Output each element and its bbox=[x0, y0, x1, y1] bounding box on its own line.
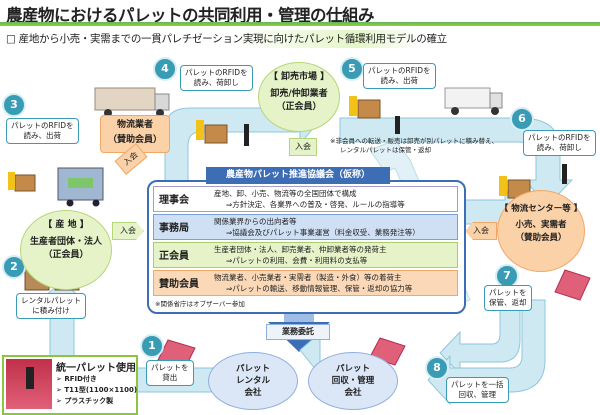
council-row-regular-members: 正会員 生産者団体・法人、卸売業者、仲卸業者等の発荷主 ⇒パレットの利用、会費・… bbox=[153, 242, 458, 268]
step-callout-3: パレットのRFIDを読み、出荷 bbox=[6, 118, 79, 144]
pallet-photo bbox=[6, 359, 52, 409]
rfid-reader-icon-market bbox=[244, 124, 249, 146]
step-badge-5: 5 bbox=[340, 57, 364, 81]
step-callout-4: パレットのRFIDを読み、荷卸し bbox=[180, 65, 253, 91]
council-note: ※関係省庁はオブザーバー参加 bbox=[155, 300, 245, 308]
council-row-board: 理事会 産地、卸、小売、物流等の全国団体で構成 ⇒方針決定、各業界への普及・啓発… bbox=[153, 186, 458, 212]
forklift-boxes-icon-origin bbox=[8, 172, 36, 192]
step-badge-2: 2 bbox=[2, 255, 26, 279]
step-badge-8: 8 bbox=[425, 356, 449, 380]
actor-center: 【 物流センター等 】 小売、実需者 （賛助会員） bbox=[497, 190, 585, 272]
forklift-boxes-icon-market bbox=[196, 120, 228, 144]
step-badge-4: 4 bbox=[153, 57, 177, 81]
step-callout-7: パレットを保管、返却 bbox=[484, 285, 532, 311]
title-divider bbox=[0, 22, 600, 26]
rfid-reader-icon-center bbox=[562, 164, 567, 184]
red-pallet-icon-center bbox=[554, 269, 591, 301]
step-callout-6: パレットのRFIDを読み、荷卸し bbox=[523, 130, 596, 156]
actor-recovery-company: パレット回収・管理会社 bbox=[308, 352, 398, 410]
actor-origin: 【 産 地 】 生産者団体・法人 （正会員） bbox=[20, 210, 112, 290]
forklift-boxes-icon-right bbox=[349, 96, 381, 119]
rfid-reader-icon-right bbox=[395, 116, 400, 134]
join-arrow-market: 入会 bbox=[289, 138, 317, 156]
rfid-tag-icon bbox=[26, 367, 34, 389]
pallet-spec-title: 統一パレット使用 bbox=[56, 363, 136, 374]
council-title: 農産物パレット推進協議会（仮称） bbox=[206, 167, 390, 184]
subtitle: □ 産地から小売・実需までの一貫パレチゼーション実現に向けたパレット循環利用モデ… bbox=[6, 33, 447, 45]
council-row-supporting-members: 賛助会員 物流業者、小売業者・実需者（製造・外食）等の着荷主 ⇒パレットの輸送、… bbox=[153, 270, 458, 296]
step-callout-1: パレットを貸出 bbox=[146, 360, 194, 386]
step-callout-2: レンタルパレットに積み付け bbox=[16, 293, 86, 319]
step-callout-8: パレットを一括回収、管理 bbox=[446, 377, 509, 403]
step-badge-6: 6 bbox=[510, 107, 534, 131]
market-note: ※非会員への転送・販売は卸売が別パレットに積み替え、 レンタルパレットは保管・返… bbox=[330, 137, 498, 154]
step-badge-3: 3 bbox=[2, 93, 26, 117]
truck-icon-left bbox=[94, 87, 170, 117]
truck-icon-right bbox=[444, 87, 503, 115]
page-title: 農産物におけるパレットの共同利用・管理の仕組み bbox=[6, 6, 375, 25]
flow-arrow-right-loop bbox=[439, 299, 521, 376]
pallet-spec-item: ➢ T11型(1100×1100) bbox=[56, 386, 138, 394]
pallet-spec-item: ➢ RFID付き bbox=[56, 375, 97, 383]
step-badge-1: 1 bbox=[140, 334, 164, 358]
pallet-spec-item: ➢ プラスチック製 bbox=[56, 397, 114, 405]
outsourcing-label: 業務委託 bbox=[266, 324, 330, 340]
pallet-spec-list: ➢ RFID付き ➢ T11型(1100×1100) ➢ プラスチック製 bbox=[56, 374, 137, 407]
council-row-secretariat: 事務局 関係業界からの出向者等 ⇒協議会及びパレット事業運営（料金収受、業務発注… bbox=[153, 214, 458, 240]
pallet-spec-box: 統一パレット使用 ➢ RFID付き ➢ T11型(1100×1100) ➢ プラ… bbox=[2, 355, 138, 415]
step-callout-5: パレットのRFIDを読み、出荷 bbox=[363, 63, 436, 89]
join-arrow-origin: 入会 bbox=[112, 222, 144, 240]
truck-icon-origin bbox=[57, 167, 104, 207]
actor-market: 【 卸売市場 】 卸売/仲卸業者 （正会員） bbox=[258, 62, 340, 132]
subtitle-highlight bbox=[0, 30, 420, 48]
actor-rental-company: パレットレンタル会社 bbox=[208, 352, 298, 410]
